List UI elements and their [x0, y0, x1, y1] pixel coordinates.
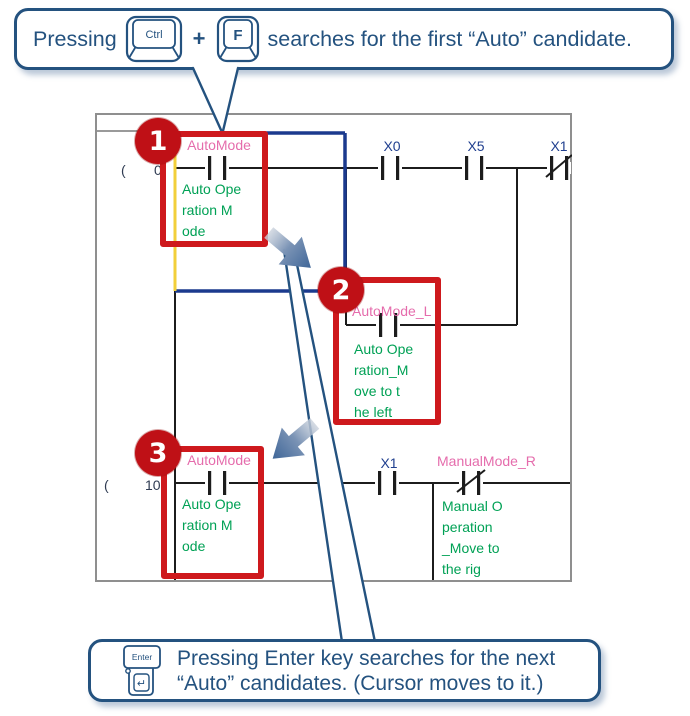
- contact-manualmode-r-nc: [456, 469, 486, 495]
- plus-sign: +: [192, 26, 206, 51]
- label-x1-rung0: X1: [550, 138, 568, 154]
- contact-automode-rung10: [205, 471, 229, 495]
- contact-automode-rung0: [205, 156, 229, 180]
- step-number-10: 10: [145, 477, 161, 493]
- label-x5: X5: [467, 138, 485, 154]
- highlight-box-3: [161, 446, 264, 579]
- step-paren-0: (: [121, 162, 126, 178]
- step-number-0: 0: [154, 162, 162, 178]
- callout-top-text-after: searches for the first “Auto” candidate.: [267, 26, 632, 51]
- contact-automode-l: [376, 313, 400, 337]
- contact-x0: [378, 156, 402, 180]
- marker-3-number: 3: [148, 437, 168, 469]
- label-x0: X0: [383, 138, 401, 154]
- callout-ctrl-f: Pressing Ctrl + F searches for the first…: [14, 8, 674, 70]
- highlight-box-1: [160, 131, 268, 247]
- label-x1-rung10: X1: [380, 455, 398, 471]
- callout-bottom-line1: Pressing Enter key searches for the next: [177, 646, 556, 670]
- comment-automode-rung0: Auto Ope ration M ode: [182, 181, 242, 239]
- comment-manualmode-r: Manual O peration _Move to the rig: [442, 498, 503, 577]
- comment-automode-rung10: Auto Ope ration M ode: [182, 496, 242, 554]
- step-paren-10: (: [104, 477, 109, 493]
- marker-3: 3: [135, 430, 181, 476]
- enter-arrow-glyph: ↵: [137, 678, 146, 690]
- enter-key-icon: Enter ↵: [123, 644, 161, 696]
- callout-top-text-before: Pressing: [33, 26, 117, 51]
- callout-bottom-text: Pressing Enter key searches for the next…: [177, 646, 555, 696]
- contact-x1-nc: [545, 154, 572, 180]
- ctrl-key-icon: Ctrl: [125, 15, 182, 63]
- f-key-label: F: [233, 27, 242, 44]
- marker-2-number: 2: [331, 274, 351, 306]
- label-automode-rung0: AutoMode: [187, 137, 251, 153]
- marker-2: 2: [318, 267, 364, 313]
- ctrl-key-label: Ctrl: [145, 29, 162, 41]
- enter-key-label: Enter: [132, 652, 152, 662]
- label-automode-rung10: AutoMode: [187, 452, 251, 468]
- contact-x1-rung10: [375, 471, 399, 495]
- callout-bottom-line2: “Auto” candidates. (Cursor moves to it.): [177, 671, 544, 695]
- label-manualmode-r: ManualMode_R: [437, 453, 536, 469]
- marker-1: 1: [135, 118, 181, 164]
- marker-1-number: 1: [148, 125, 168, 157]
- callout-enter: Enter ↵ Pressing Enter key searches for …: [88, 639, 601, 702]
- highlight-box-2: [333, 277, 441, 425]
- contact-x5: [462, 156, 486, 180]
- f-key-icon: F: [216, 15, 259, 63]
